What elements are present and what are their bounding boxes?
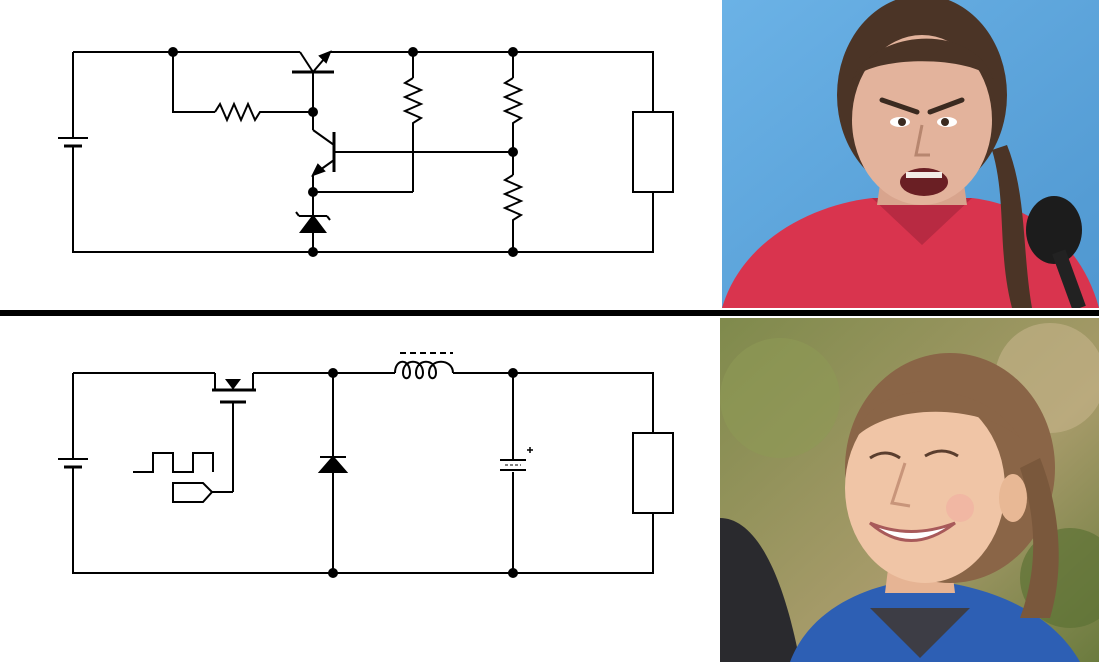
load-symbol [632,432,674,514]
mosfet-symbol [212,373,256,493]
wire [172,52,313,113]
eye [924,449,959,458]
wire [72,372,654,574]
smile [869,521,956,542]
face [852,35,992,205]
wire [312,175,413,252]
inductor-symbol [394,352,454,380]
wire [72,51,654,253]
junction-dots [328,368,518,578]
resistor-symbol [402,77,424,128]
electrolytic-capacitor-symbol [500,447,533,471]
buck-converter-circuit [0,318,720,662]
eye [869,451,901,460]
resistor-symbol [214,101,265,123]
face [845,393,1005,583]
divider-line [0,310,1099,316]
battery-symbol [58,128,88,160]
angry-face-photo [722,0,1099,308]
gate-driver-symbol [172,482,214,503]
eyebrow [879,97,920,115]
zener-diode-symbol [295,211,331,233]
junction-dots [168,47,518,257]
resistor-symbol [502,174,524,225]
linear-regulator-circuit [0,0,720,310]
smiling-face-photo [720,318,1099,662]
load-symbol [632,111,674,193]
microphone-icon [1026,196,1082,264]
pwm-signal-symbol [133,452,214,473]
npn-transistor-symbol [292,50,334,112]
eyebrow [927,97,965,115]
braid [992,145,1032,308]
diode-symbol [317,455,349,473]
battery-symbol [58,448,88,480]
resistor-symbol [502,77,524,128]
